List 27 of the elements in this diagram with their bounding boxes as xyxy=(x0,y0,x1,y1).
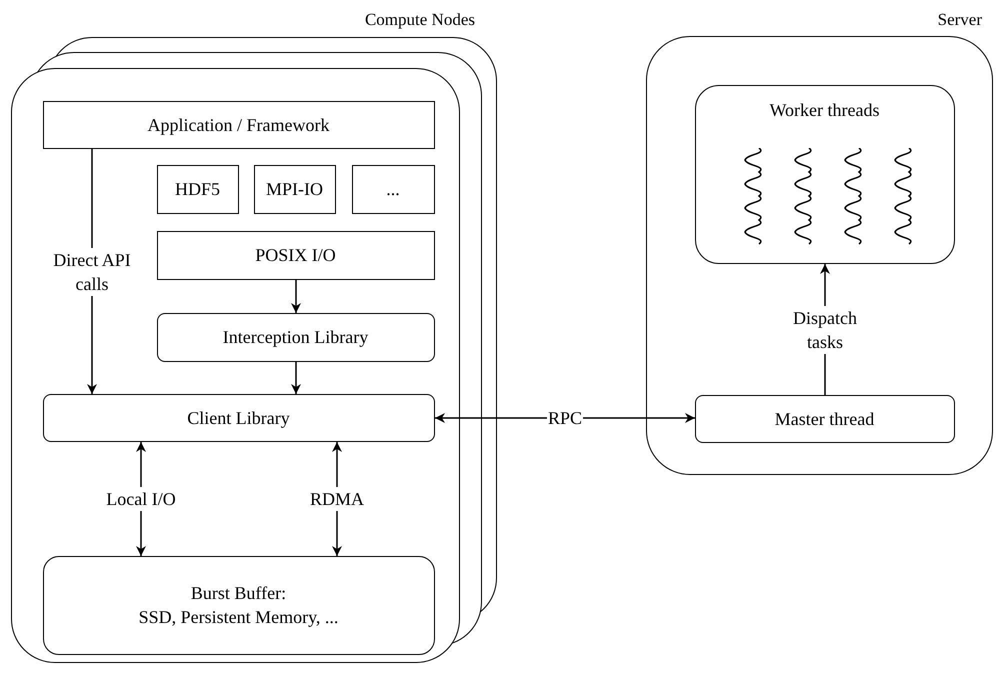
storage-box xyxy=(42,556,434,654)
arrow xyxy=(291,362,301,394)
node-label: Master thread xyxy=(774,408,874,430)
group-heading: Compute Nodes xyxy=(364,9,475,31)
library-box xyxy=(156,164,238,214)
group-heading: Server xyxy=(938,9,982,31)
node-label: Worker threads xyxy=(769,98,880,122)
thread-pool-box xyxy=(694,84,954,264)
node-label: POSIX I/O xyxy=(255,244,336,267)
layer-box xyxy=(42,100,434,148)
node-label: MPI-IO xyxy=(266,178,323,201)
node-label: Burst Buffer: xyxy=(190,582,286,605)
layer-box xyxy=(156,230,434,280)
library-box xyxy=(42,394,434,442)
edge-label: Local I/O xyxy=(105,487,177,511)
library-box xyxy=(352,164,434,214)
node-label: Client Library xyxy=(187,406,290,430)
node-label: HDF5 xyxy=(174,178,220,201)
edge-label: RDMA xyxy=(308,487,365,511)
library-box xyxy=(254,164,336,214)
node-label: Application / Framework xyxy=(148,114,330,136)
node-label: Interception Library xyxy=(222,326,368,349)
thread-box xyxy=(694,394,954,442)
arrow xyxy=(291,280,301,313)
library-box xyxy=(156,312,434,362)
node-label: ... xyxy=(386,178,400,201)
node-label: SSD, Persistent Memory, ... xyxy=(138,606,338,629)
